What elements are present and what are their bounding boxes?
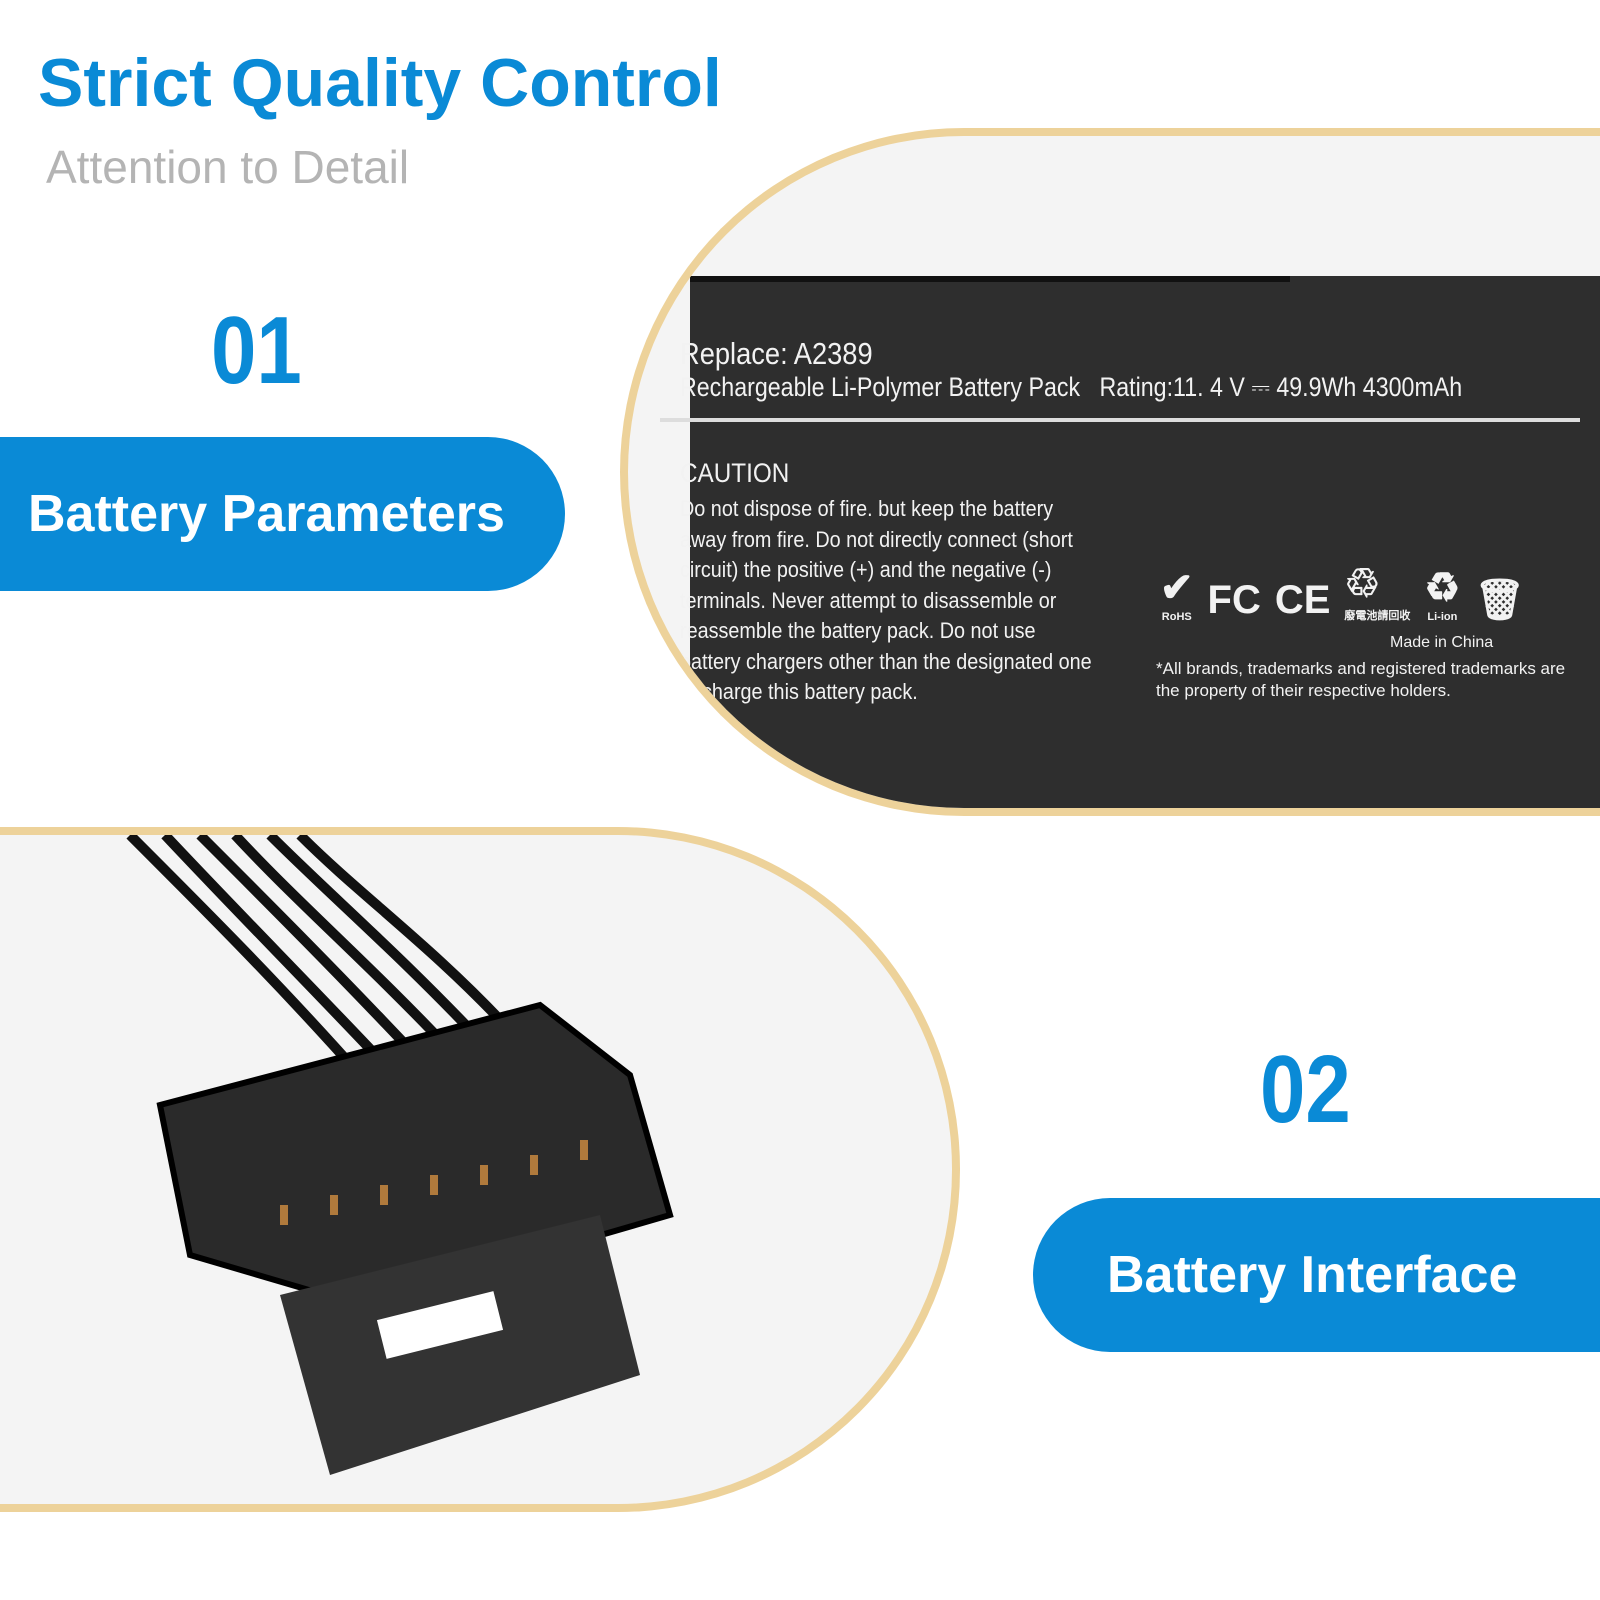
battery-label-photo: Replace: A2389 Rechargeable Li-Polymer B… <box>620 128 1600 816</box>
rohs-icon: ✔RoHS <box>1160 566 1194 623</box>
liion-text: Li-ion <box>1427 611 1458 623</box>
connector-illustration <box>126 835 674 1475</box>
section-number-01: 01 <box>211 297 302 404</box>
page-title: Strict Quality Control <box>38 45 722 121</box>
battery-type-rating: Rechargeable Li-Polymer Battery Pack Rat… <box>680 372 1462 404</box>
rohs-text: RoHS <box>1161 611 1192 623</box>
ce-icon: CE <box>1274 578 1331 622</box>
battery-rating: Rating:11. 4 V ⎓ 49.9Wh 4300mAh <box>1099 372 1463 402</box>
recycle-cn-text: 廢電池請回收 <box>1344 610 1411 622</box>
certification-icons: ✔RoHS FC CE ♲廢電池請回收 ♻Li-ion 🗑 <box>1160 561 1525 623</box>
replace-model: Replace: A2389 <box>680 336 873 371</box>
made-in: Made in China <box>1390 634 1494 651</box>
weee-bin-icon: 🗑 <box>1474 578 1526 622</box>
section-number-02: 02 <box>1260 1036 1351 1143</box>
caution-title: CAUTION <box>680 458 790 488</box>
battery-label: Replace: A2389 Rechargeable Li-Polymer B… <box>660 276 1600 808</box>
section-label-battery-interface: Battery Interface <box>1033 1198 1600 1352</box>
caution-text: Do not dispose of fire. but keep the bat… <box>680 496 1092 704</box>
connector-photo <box>0 827 960 1512</box>
liion-recycle-icon: ♻Li-ion <box>1424 566 1461 623</box>
fcc-icon: FC <box>1207 578 1261 622</box>
label-edge <box>690 276 1290 282</box>
battery-type: Rechargeable Li-Polymer Battery Pack <box>680 372 1081 402</box>
trademark-notice: *All brands, trademarks and registered t… <box>1156 659 1566 700</box>
label-divider <box>660 418 1580 422</box>
section-label-battery-parameters: Battery Parameters <box>0 437 565 591</box>
recycle-cn-icon: ♲廢電池請回收 <box>1344 562 1411 622</box>
page-subtitle: Attention to Detail <box>46 141 410 193</box>
